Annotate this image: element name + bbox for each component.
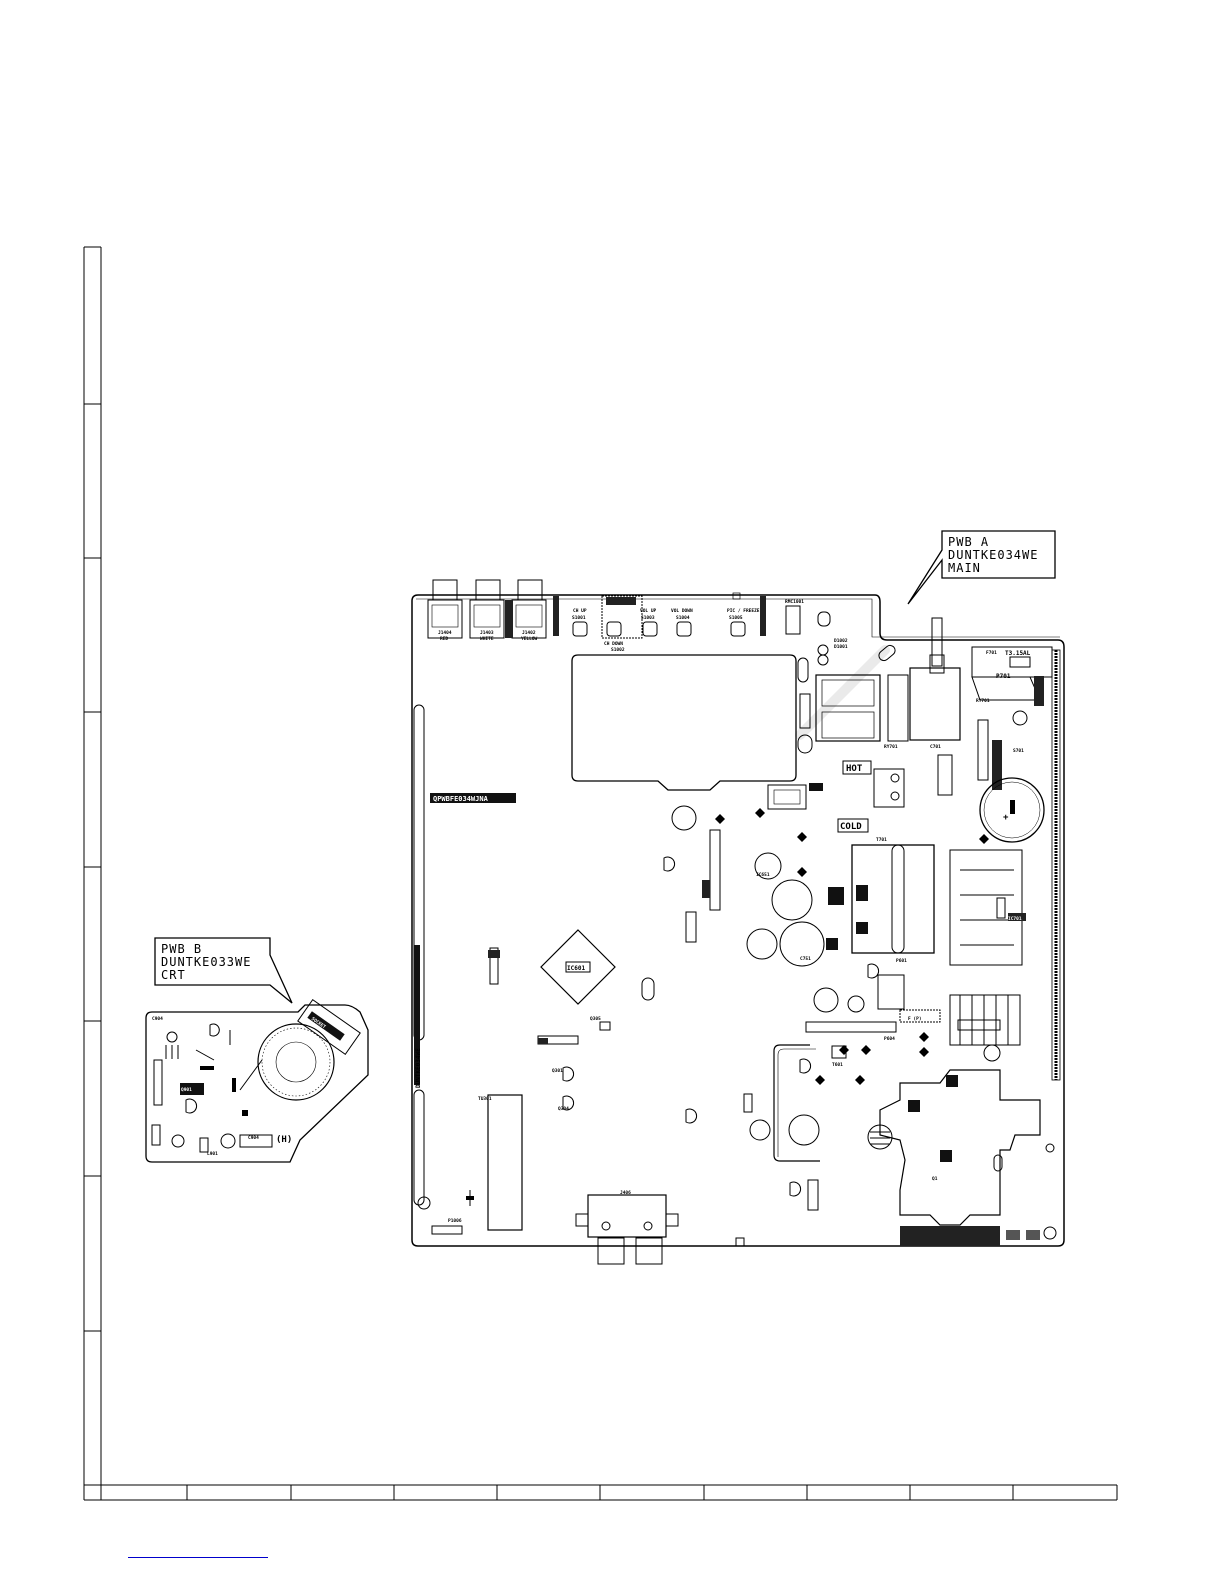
svg-text:Q901: Q901: [181, 1087, 192, 1093]
ic601-label: IC601: [567, 965, 585, 972]
power-input: RY701 C701: [795, 617, 961, 754]
svg-text:S701: S701: [1013, 748, 1024, 754]
svg-text:RY701: RY701: [976, 698, 990, 704]
pwb-a-part-number: DUNTKE034WE: [948, 548, 1038, 562]
svg-text:C904: C904: [152, 1016, 163, 1022]
svg-text:P601: P601: [896, 958, 907, 964]
svg-text:C701: C701: [930, 744, 941, 750]
svg-text:D1002: D1002: [834, 638, 848, 644]
cold-label: COLD: [840, 822, 862, 832]
pwb-a-title: PWB A: [948, 535, 989, 549]
transistors: [562, 856, 880, 1197]
pwb-a-name: MAIN: [948, 561, 981, 575]
svg-text:F (P): F (P): [908, 1016, 922, 1022]
svg-text:P604: P604: [884, 1036, 895, 1042]
button-pic-freeze-label: PIC / FREEZE: [727, 608, 760, 614]
crt-h-label: (H): [276, 1135, 292, 1145]
button-vol-up-ref: S1003: [641, 615, 655, 621]
crt-board-b: SOCKET C904 Q901 C904 (H) L901: [145, 999, 369, 1163]
svg-text:Q304: Q304: [558, 1106, 569, 1112]
hot-label: HOT: [846, 764, 863, 774]
jack-j406: J406: [575, 1190, 679, 1265]
jack-1-color: RED: [440, 636, 448, 642]
capacitors: C751 IC651: [671, 805, 1001, 1146]
svg-text:RY701: RY701: [884, 744, 898, 750]
button-vol-down-ref: S1004: [676, 615, 690, 621]
jack-3-ref: J1402: [522, 630, 536, 636]
rca-jacks: J1404 RED J1403 WHITE J1402 YELLOW: [427, 579, 547, 642]
svg-text:Q301: Q301: [552, 1068, 563, 1074]
button-ch-up-ref: S1001: [572, 615, 586, 621]
footer-link-underline[interactable]: [128, 1553, 268, 1558]
svg-text:P1006: P1006: [448, 1218, 462, 1224]
pwb-b-name: CRT: [161, 968, 186, 982]
svg-text:TU301: TU301: [478, 1096, 492, 1102]
key-buttons: CH UP S1001 CH DOWN S1002 VOL UP S1003 V…: [553, 592, 766, 653]
main-board-a: DUNTKE034WE J1404 RED J1403 WHITE J1402 …: [411, 579, 1065, 1265]
button-ch-down-label: CH DOWN: [604, 641, 623, 647]
pwb-b-title: PWB B: [161, 942, 202, 956]
pwb-b-callout: PWB B DUNTKE033WE CRT: [154, 937, 293, 1004]
fuse-rating: T3.15AL: [1005, 650, 1031, 657]
ir-receiver: RMC1001 D1002 D1001: [785, 599, 848, 666]
svg-text:T601: T601: [832, 1062, 843, 1068]
svg-text:F701: F701: [986, 650, 997, 656]
button-ch-up-label: CH UP: [573, 608, 587, 614]
button-ch-down-ref: S1002: [611, 647, 625, 653]
board-side-code: DUNTKE034WE: [415, 1048, 422, 1088]
pwb-a-callout: PWB A DUNTKE034WE MAIN: [907, 530, 1056, 605]
svg-text:Q305: Q305: [590, 1016, 601, 1022]
svg-text:L901: L901: [207, 1151, 218, 1157]
svg-text:+: +: [1003, 813, 1009, 823]
fuse-block: F701 T3.15AL P701 RY701: [971, 646, 1053, 726]
svg-text:IC701: IC701: [1008, 916, 1022, 922]
svg-text:IC651: IC651: [756, 872, 770, 878]
ic601: IC601: [540, 929, 616, 1005]
board-part-number: QPWBFE034WJNA: [433, 795, 489, 803]
svg-text:C751: C751: [800, 956, 811, 962]
jack-2-ref: J1403: [480, 630, 494, 636]
svg-text:RMC1001: RMC1001: [785, 599, 804, 605]
svg-text:Q1: Q1: [932, 1176, 938, 1182]
frame-grid: [83, 246, 1118, 1501]
button-vol-down-label: VOL DOWN: [671, 608, 693, 614]
svg-text:T701: T701: [876, 837, 887, 843]
jack-2-color: WHITE: [480, 636, 494, 642]
button-pic-freeze-ref: S1005: [729, 615, 743, 621]
svg-text:C904: C904: [248, 1135, 259, 1141]
svg-text:J406: J406: [620, 1190, 631, 1196]
jack-1-ref: J1404: [438, 630, 452, 636]
svg-text:D1001: D1001: [834, 644, 848, 650]
jack-3-color: YELLOW: [521, 636, 538, 642]
pwb-b-part-number: DUNTKE033WE: [161, 955, 251, 969]
button-vol-up-label: VOL UP: [640, 608, 657, 614]
